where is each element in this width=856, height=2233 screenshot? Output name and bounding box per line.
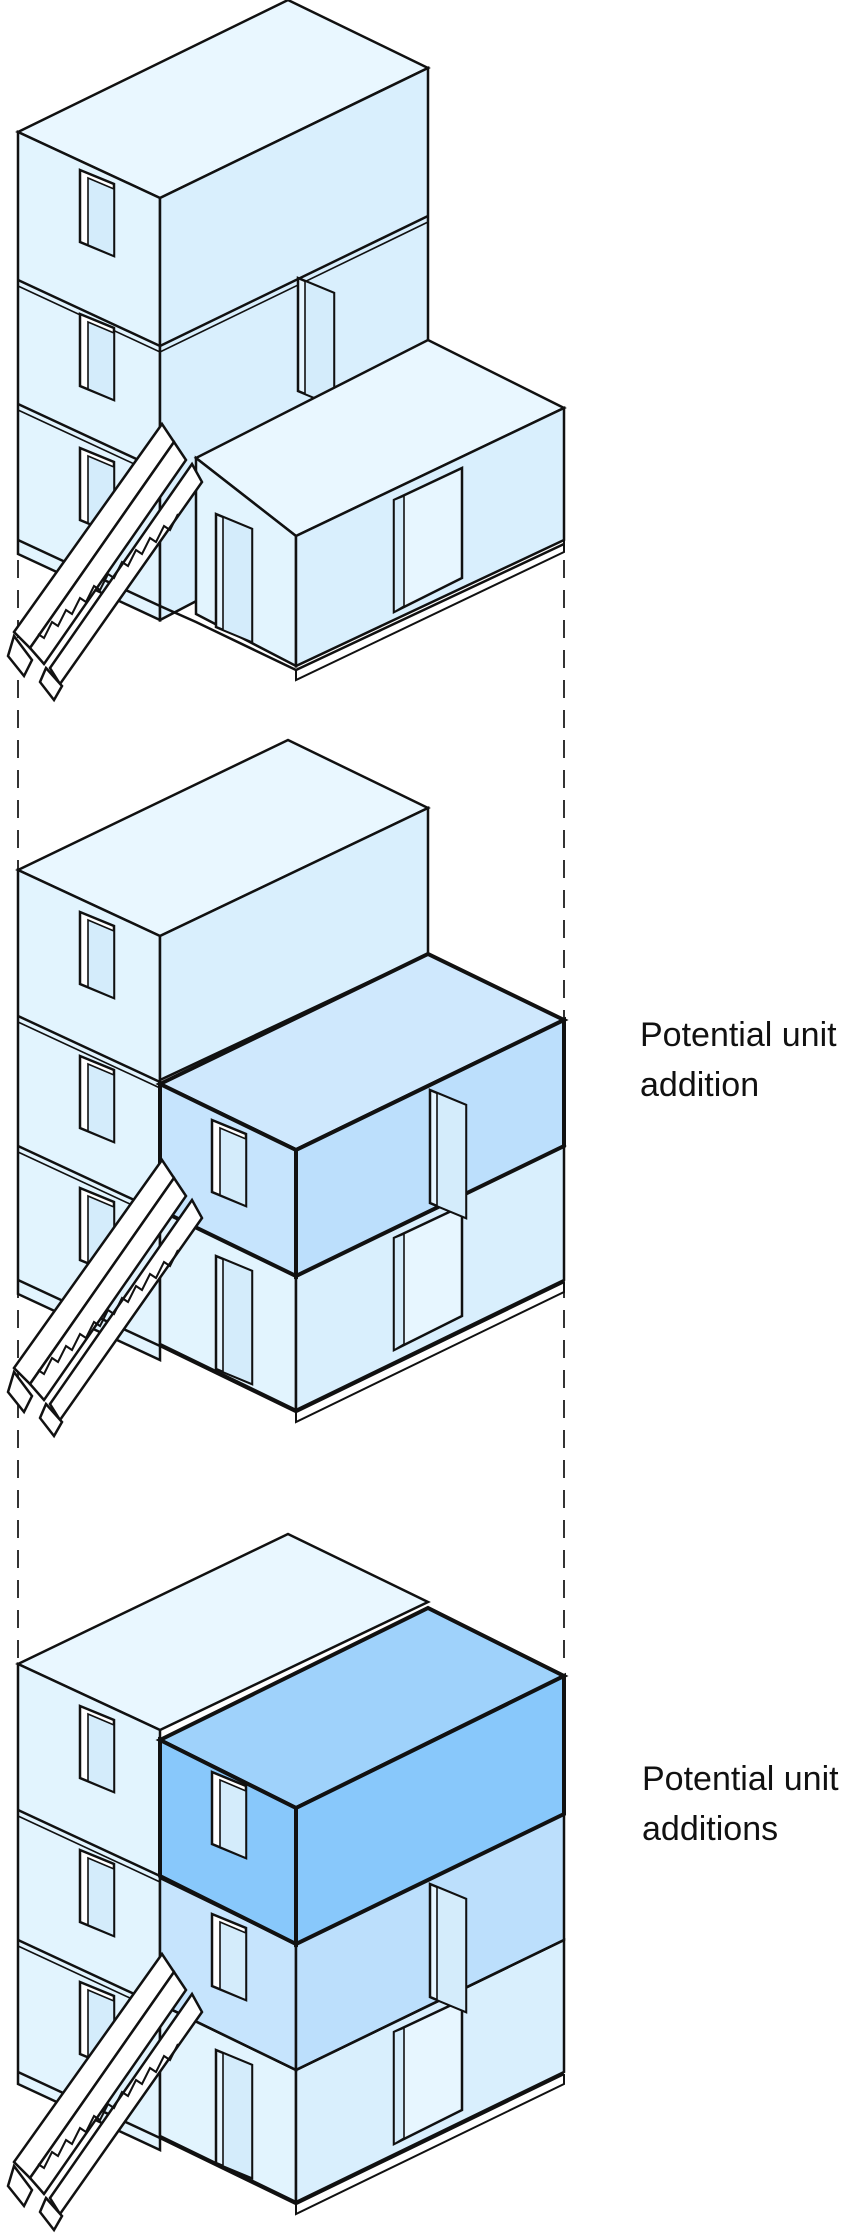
building-stage-2	[6, 738, 569, 1438]
door	[428, 1882, 468, 2014]
door	[428, 1088, 468, 1220]
label-stage-2-line-2: addition	[640, 1066, 759, 1104]
window	[78, 1704, 116, 1794]
window	[210, 1118, 248, 1208]
building-stage-3	[6, 1532, 569, 2232]
label-stage-3-line-1: Potential unit	[642, 1760, 839, 1798]
building-stage-1	[6, 0, 567, 702]
window	[78, 168, 116, 258]
potential-unit-addition	[155, 951, 569, 1280]
window	[78, 312, 116, 402]
window	[78, 910, 116, 1000]
door	[214, 2048, 254, 2180]
window	[210, 1912, 248, 2002]
potential-unit-addition-top	[155, 1605, 569, 1948]
label-stage-3-line-2: additions	[642, 1810, 778, 1848]
door	[214, 1254, 254, 1386]
window	[78, 1054, 116, 1144]
door	[296, 276, 336, 408]
door	[214, 512, 254, 644]
label-stage-2-line-1: Potential unit	[640, 1016, 837, 1054]
window	[210, 1770, 248, 1860]
window	[78, 1848, 116, 1938]
